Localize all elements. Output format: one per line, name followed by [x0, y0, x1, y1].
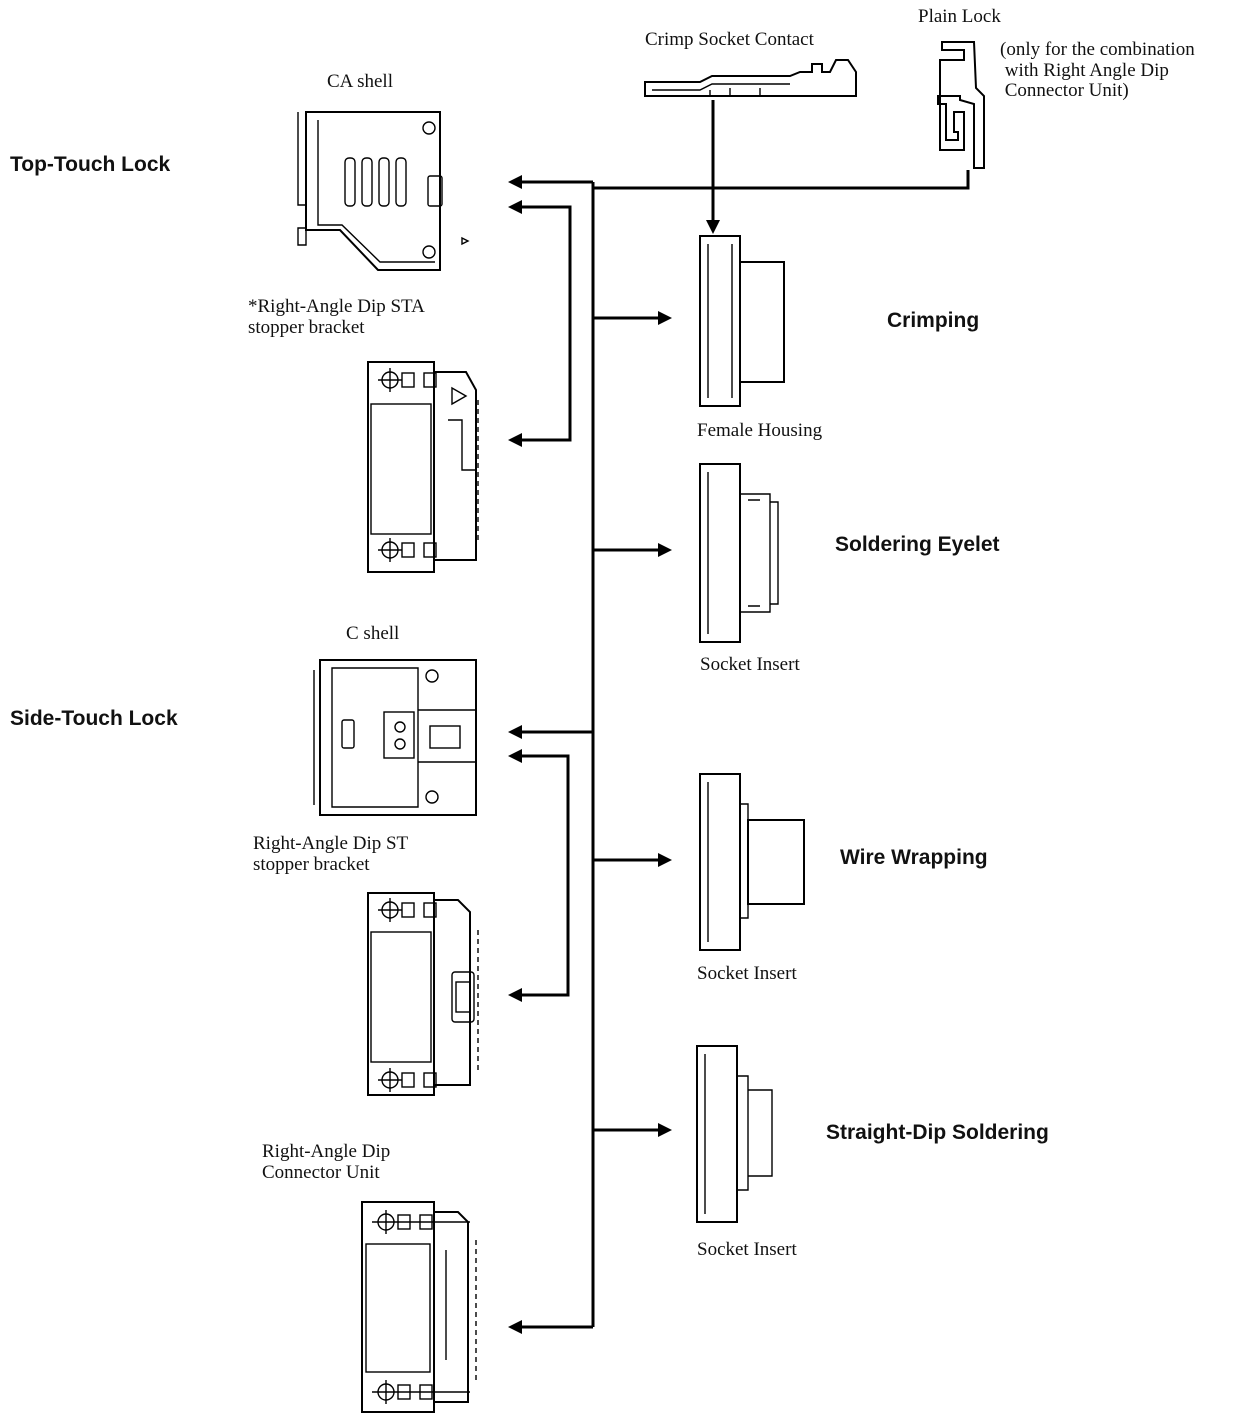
label-right-angle-st: Right-Angle Dip ST stopper bracket — [253, 834, 408, 875]
socket-insert-straight-dip-drawing — [697, 1046, 772, 1222]
plain-lock-feed-line — [593, 170, 968, 188]
label-right-angle-sta: *Right-Angle Dip STA stopper bracket — [248, 297, 425, 338]
label-socket-insert-3: Socket Insert — [697, 1240, 797, 1261]
st-stopper-bracket-drawing — [368, 893, 478, 1095]
arrowhead-c-shell — [508, 725, 522, 739]
label-plain-lock: Plain Lock — [918, 7, 1001, 28]
label-crimp-socket-contact: Crimp Socket Contact — [645, 30, 814, 51]
crimp-socket-contact-drawing — [645, 60, 856, 96]
arrowhead-crimp-contact — [706, 220, 720, 234]
bracket-loop-st — [518, 756, 568, 995]
connector-unit-drawing — [362, 1202, 476, 1412]
arrowhead-loop-sta-bottom — [508, 433, 522, 447]
arrowhead-ca-shell — [508, 175, 522, 189]
label-c-shell: C shell — [346, 624, 399, 645]
socket-insert-eyelet-drawing — [700, 464, 778, 642]
category-side-touch-lock: Side-Touch Lock — [10, 708, 178, 731]
label-socket-insert-1: Socket Insert — [700, 655, 800, 676]
method-straight-dip-soldering: Straight-Dip Soldering — [826, 1122, 1049, 1145]
label-socket-insert-2: Socket Insert — [697, 964, 797, 985]
label-ca-shell: CA shell — [327, 72, 393, 93]
arrowhead-socket-insert-2 — [658, 853, 672, 867]
label-plain-lock-note: (only for the combination with Right Ang… — [1000, 40, 1195, 102]
arrowhead-socket-insert-1 — [658, 543, 672, 557]
arrowhead-female-housing — [658, 311, 672, 325]
c-shell-drawing — [314, 660, 476, 815]
label-right-angle-unit: Right-Angle Dip Connector Unit — [262, 1142, 390, 1183]
arrowhead-loop-st-bottom — [508, 988, 522, 1002]
bracket-loop-sta — [518, 207, 570, 440]
female-housing-drawing — [700, 236, 784, 406]
method-crimping: Crimping — [887, 310, 979, 333]
arrowhead-loop-sta-top — [508, 200, 522, 214]
category-top-touch-lock: Top-Touch Lock — [10, 154, 170, 177]
ca-shell-drawing — [298, 112, 468, 270]
method-wire-wrapping: Wire Wrapping — [840, 847, 988, 870]
method-soldering-eyelet: Soldering Eyelet — [835, 534, 1000, 557]
sta-stopper-bracket-drawing — [368, 362, 478, 572]
arrowhead-socket-insert-3 — [658, 1123, 672, 1137]
arrowhead-loop-st-top — [508, 749, 522, 763]
plain-lock-drawing — [938, 42, 984, 168]
socket-insert-wire-wrap-drawing — [700, 774, 804, 950]
label-female-housing: Female Housing — [697, 421, 822, 442]
arrowhead-connector-unit — [508, 1320, 522, 1334]
